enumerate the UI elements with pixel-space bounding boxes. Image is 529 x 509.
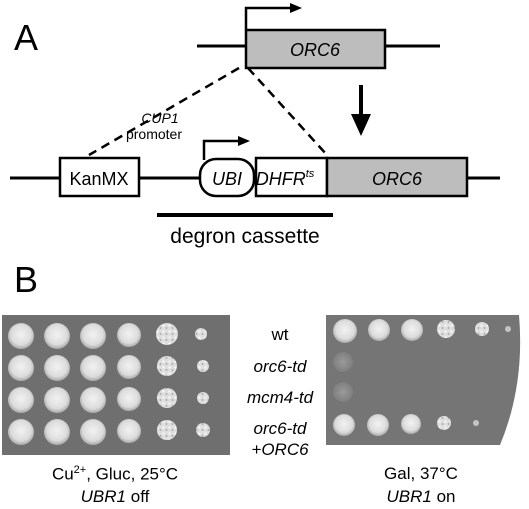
strain-label-orc6-td: orc6-td bbox=[253, 357, 307, 376]
dhfr-label: DHFRts bbox=[256, 168, 315, 189]
spot bbox=[117, 419, 141, 443]
top-orc6-box bbox=[244, 28, 387, 70]
top-orc6-label: ORC6 bbox=[290, 40, 341, 60]
spot bbox=[156, 323, 178, 345]
kanmx-box bbox=[58, 156, 141, 198]
promoter-label: promoter bbox=[126, 126, 182, 142]
spot bbox=[80, 419, 106, 445]
spot bbox=[196, 423, 210, 437]
spot bbox=[195, 328, 207, 340]
strain-label-orc6-td-orc6-line1: orc6-td bbox=[253, 419, 307, 438]
degron-cassette-label: degron cassette bbox=[170, 225, 319, 248]
panel-b-label: B bbox=[14, 259, 39, 300]
bottom-promoter-arrow-icon bbox=[202, 139, 238, 160]
bottom-orc6-label: ORC6 bbox=[372, 169, 423, 189]
spot bbox=[197, 360, 209, 372]
spot bbox=[8, 387, 34, 413]
spot bbox=[44, 419, 70, 445]
ubi-box bbox=[198, 157, 256, 198]
spot bbox=[117, 323, 141, 347]
spot bbox=[80, 323, 106, 349]
bottom-orc6-box bbox=[325, 156, 469, 198]
degron-construct-diagram: ORC6 KanMX CUP1 promoter UBI DHFRts ORC6… bbox=[10, 3, 500, 248]
strain-label-orc6-td-orc6-line2: +ORC6 bbox=[251, 440, 309, 459]
spot bbox=[8, 355, 34, 381]
spot bbox=[401, 319, 423, 341]
spot bbox=[197, 392, 209, 404]
strain-label-mcm4-td: mcm4-td bbox=[246, 388, 314, 407]
spot bbox=[505, 326, 511, 332]
spot bbox=[367, 414, 389, 436]
spot bbox=[333, 382, 353, 402]
kanmx-label: KanMX bbox=[69, 169, 128, 189]
spot bbox=[157, 356, 177, 376]
down-arrow-icon bbox=[351, 114, 371, 136]
panel-a-label: A bbox=[14, 17, 39, 58]
spot bbox=[117, 387, 141, 411]
ubi-label: UBI bbox=[212, 169, 242, 189]
left-plate bbox=[2, 315, 230, 455]
spot bbox=[333, 319, 357, 343]
spot bbox=[333, 414, 355, 436]
right-condition-line2: UBR1 on bbox=[386, 487, 456, 506]
top-promoter-arrow-icon bbox=[244, 6, 290, 29]
spot bbox=[333, 352, 353, 372]
spot bbox=[437, 320, 455, 338]
cup1-label: CUP1 bbox=[141, 110, 178, 126]
left-condition-line2: UBR1 off bbox=[80, 487, 150, 506]
spot bbox=[8, 323, 34, 349]
right-plate bbox=[326, 315, 521, 445]
left-condition-line1: Cu2+, Gluc, 25°C bbox=[51, 464, 179, 484]
spot bbox=[475, 322, 489, 336]
spot bbox=[8, 419, 34, 445]
spot bbox=[80, 355, 106, 381]
spot bbox=[44, 387, 70, 413]
spot bbox=[44, 323, 70, 349]
top-arrowhead-icon bbox=[290, 3, 302, 13]
spot bbox=[368, 319, 390, 341]
dhfr-box bbox=[254, 156, 329, 198]
spot bbox=[437, 416, 451, 430]
strain-label-wt: wt bbox=[271, 325, 289, 344]
bottom-arrowhead-icon bbox=[238, 136, 250, 146]
spot bbox=[401, 414, 421, 434]
spot bbox=[117, 355, 141, 379]
right-condition-line1: Gal, 37°C bbox=[384, 464, 458, 483]
spot bbox=[44, 355, 70, 381]
spot bbox=[473, 420, 479, 426]
spot bbox=[157, 420, 177, 440]
left-plate-spots bbox=[8, 323, 210, 445]
insertion-dash-right bbox=[247, 67, 328, 156]
spot bbox=[80, 387, 106, 413]
right-plate-spots bbox=[333, 319, 511, 436]
spot bbox=[157, 388, 177, 408]
